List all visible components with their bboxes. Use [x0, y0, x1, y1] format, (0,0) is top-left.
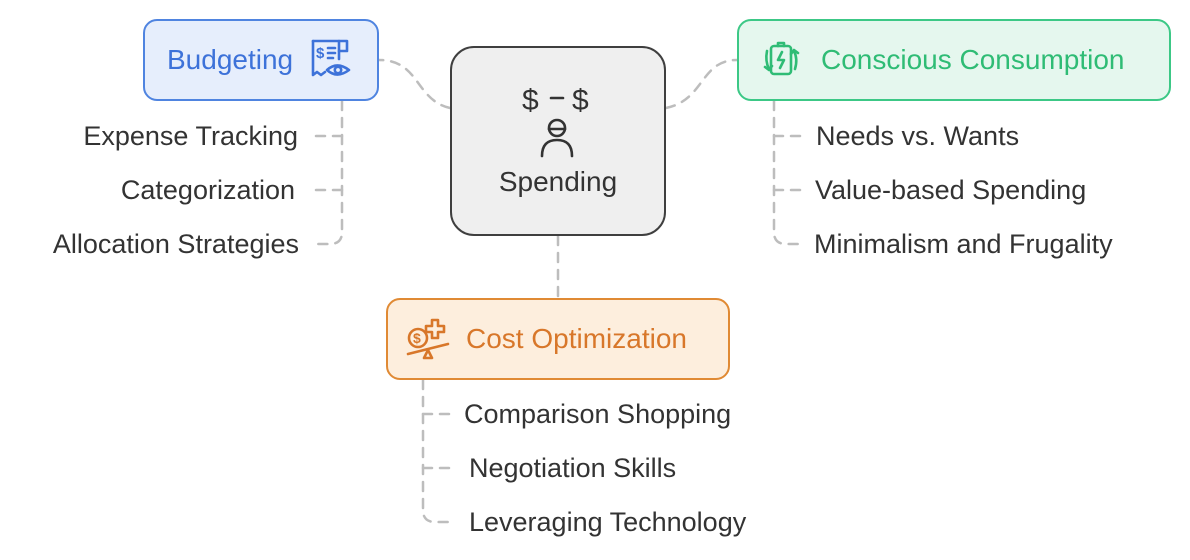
conscious-item-value-based-spending: Value-based Spending [815, 175, 1087, 205]
coin-scale-icon: $ [406, 318, 450, 360]
cost-optimization-node: $ Cost Optimization [386, 298, 730, 380]
conscious-item-needs-vs-wants: Needs vs. Wants [816, 121, 1020, 151]
conscious-consumption-node: Conscious Consumption [737, 19, 1171, 101]
budgeting-label: Budgeting [167, 44, 294, 75]
svg-text:$: $ [572, 84, 589, 117]
connector-conscious-trunk [772, 99, 804, 246]
conscious-item-minimalism-frugality: Minimalism and Frugality [814, 229, 1113, 259]
svg-text:$: $ [522, 84, 539, 117]
conscious-consumption-label: Conscious Consumption [821, 44, 1125, 75]
budget-receipt-eye-icon: $ [311, 39, 351, 77]
cost-optimization-label: Cost Optimization [466, 323, 687, 354]
connector-cost-trunk [421, 378, 453, 524]
budgeting-node: Budgeting $ [143, 19, 379, 101]
recycle-battery-icon [763, 41, 800, 76]
connector-center-conscious [664, 58, 739, 110]
connector-center-budgeting [377, 58, 452, 110]
spending-label: Spending [498, 166, 618, 197]
spending-node: $ $ Spending [450, 46, 666, 236]
cost-item-leveraging-technology: Leveraging Technology [469, 507, 747, 537]
budgeting-item-categorization: Categorization [120, 175, 295, 205]
budgeting-item-expense-tracking: Expense Tracking [83, 121, 298, 151]
cost-item-comparison-shopping: Comparison Shopping [464, 399, 732, 429]
budgeting-item-allocation-strategies: Allocation Strategies [52, 229, 299, 259]
person-dollar-icon: $ $ [522, 84, 589, 158]
connector-budgeting-trunk [312, 99, 344, 246]
svg-text:$: $ [413, 330, 421, 346]
svg-text:$: $ [316, 45, 325, 62]
cost-item-negotiation-skills: Negotiation Skills [469, 453, 677, 483]
